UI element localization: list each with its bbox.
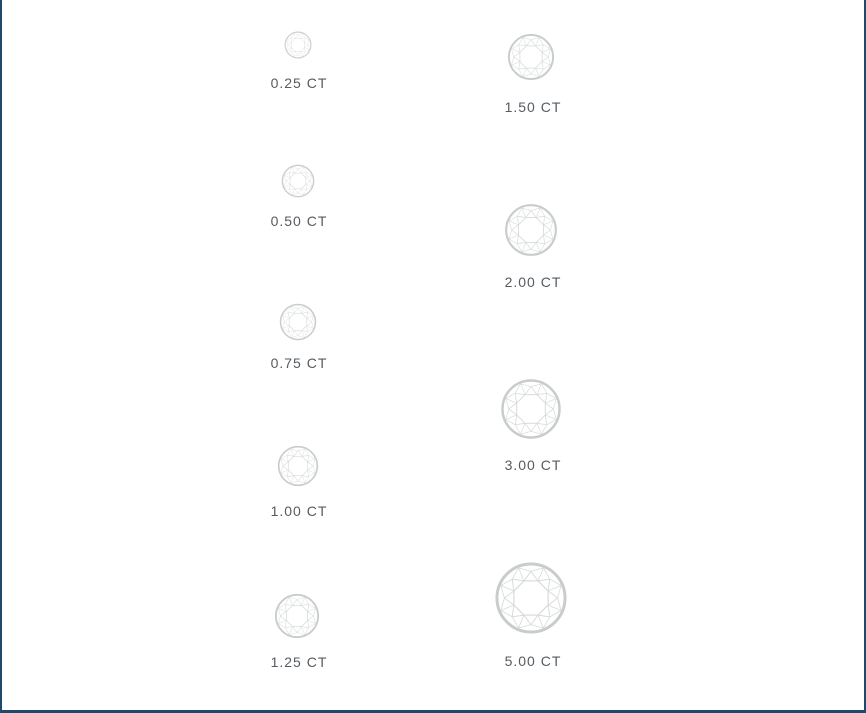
carat-label-0-75ct: 0.75 CT [270, 355, 328, 371]
round-brilliant-diamond-icon [507, 33, 555, 81]
diamond-icon-2-00ct [504, 203, 558, 257]
diamond-icon-0-50ct [281, 164, 315, 198]
diamond-icon-5-00ct [494, 561, 568, 635]
round-brilliant-diamond-icon [495, 562, 567, 634]
diamond-icon-1-50ct [507, 33, 555, 81]
round-brilliant-diamond-icon [277, 445, 319, 487]
diamond-icon-3-00ct [500, 378, 562, 440]
diamond-icon-1-25ct [274, 593, 320, 639]
carat-label-3-00ct: 3.00 CT [504, 457, 562, 473]
diamond-icon-1-00ct [277, 445, 319, 487]
round-brilliant-diamond-icon [501, 379, 561, 439]
round-brilliant-diamond-icon [284, 31, 312, 59]
carat-label-5-00ct: 5.00 CT [504, 653, 562, 669]
round-brilliant-diamond-icon [281, 164, 315, 198]
carat-label-1-00ct: 1.00 CT [270, 503, 328, 519]
round-brilliant-diamond-icon [274, 593, 320, 639]
diamond-icon-0-25ct [284, 31, 312, 59]
carat-label-2-00ct: 2.00 CT [504, 274, 562, 290]
carat-label-0-50ct: 0.50 CT [270, 213, 328, 229]
carat-label-1-50ct: 1.50 CT [504, 99, 562, 115]
carat-label-1-25ct: 1.25 CT [270, 654, 328, 670]
round-brilliant-diamond-icon [505, 204, 557, 256]
round-brilliant-diamond-icon [279, 303, 317, 341]
diamond-icon-0-75ct [279, 303, 317, 341]
carat-label-0-25ct: 0.25 CT [270, 75, 328, 91]
